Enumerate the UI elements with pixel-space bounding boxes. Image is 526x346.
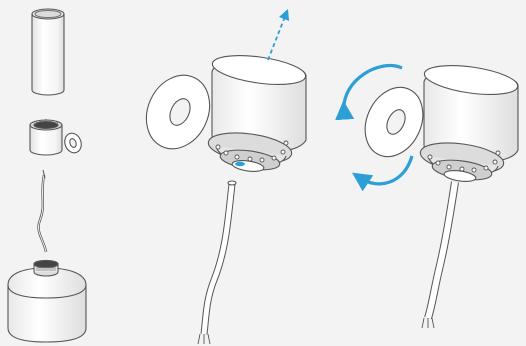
step-1-exploded-parts (8, 9, 86, 342)
base-unit (8, 260, 86, 342)
cable (422, 182, 455, 328)
fixture-body (418, 61, 519, 184)
cable (39, 170, 46, 252)
ring-washer (62, 131, 84, 155)
cable (198, 181, 236, 344)
lift-arrow (268, 14, 286, 60)
step-2-lift-assembly (135, 14, 308, 344)
cap-tube (32, 9, 64, 95)
step-3-rotate-assembly (344, 61, 519, 328)
socket-collar (30, 119, 62, 155)
fixture-body (206, 51, 307, 174)
